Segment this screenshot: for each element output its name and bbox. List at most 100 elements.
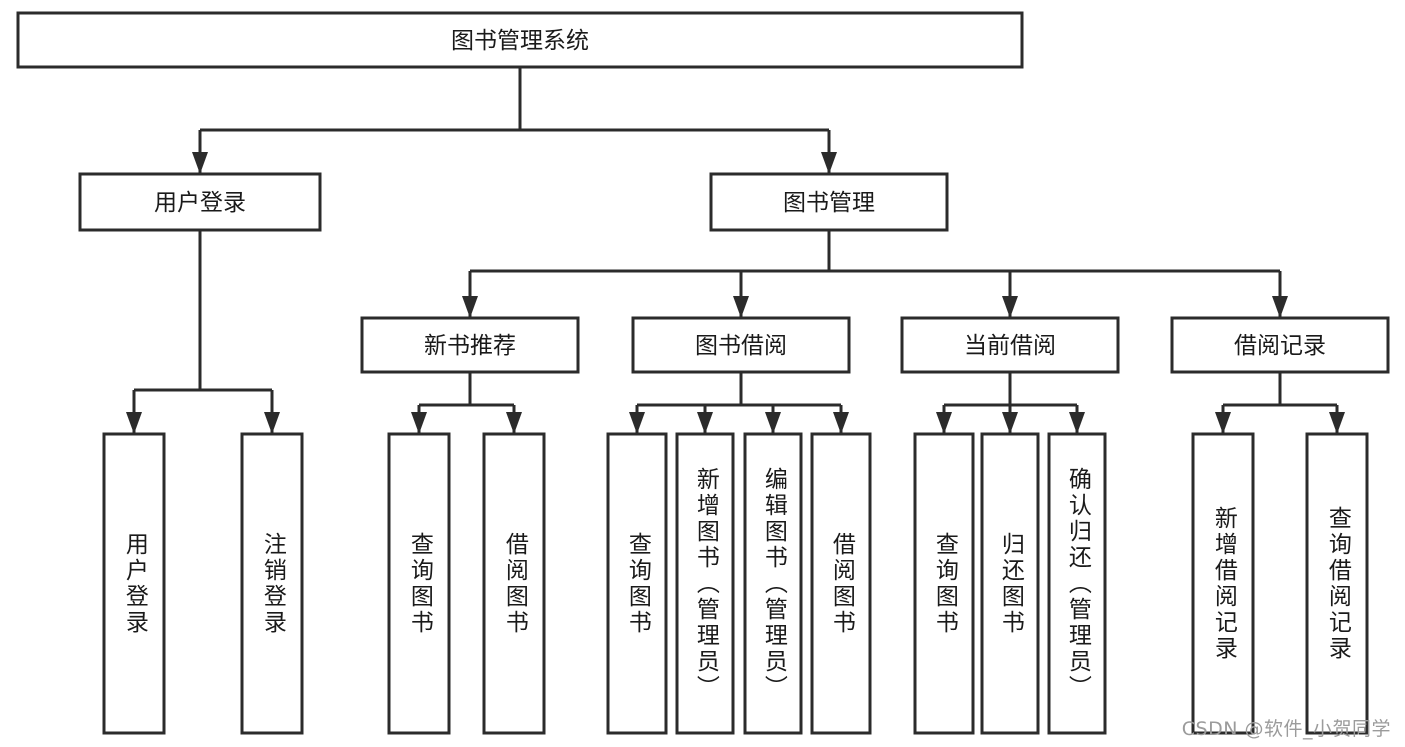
node-l3-bor-add[interactable]: 新增图书（管理员） [675,432,735,735]
node-label: 借阅图书 [501,531,528,636]
node-box[interactable] [675,432,735,735]
node-box[interactable] [1047,432,1107,735]
arrow-head-icon [1215,412,1231,434]
arrow-head-icon [264,412,280,434]
node-label-container: 注销登录 [242,434,302,733]
node-box[interactable] [631,316,851,374]
node-label-container: 查询借阅记录 [1324,505,1351,662]
node-l3-bor-edit[interactable]: 编辑图书（管理员） [743,432,803,735]
node-l3-new-query[interactable]: 查询图书 [387,432,451,735]
node-label: 图书管理系统 [451,28,589,54]
node-label: 查询图书 [624,531,651,636]
node-box[interactable] [16,11,1024,69]
node-label: 查询图书 [931,531,958,636]
node-l2-record[interactable]: 借阅记录 [1170,316,1390,374]
arrow-head-icon [192,152,208,174]
vertical-text-wrap: 注销登录 [242,434,302,733]
node-label: 当前借阅 [964,333,1056,359]
connector-group-g-login [126,230,280,434]
node-l3-bor-lend[interactable]: 借阅图书 [810,432,872,735]
vertical-text-wrap: 用户登录 [104,434,164,733]
vertical-text-wrap: 借阅图书 [812,434,870,733]
node-l3-rec-add[interactable]: 新增借阅记录 [1191,432,1255,735]
node-l3-rec-query[interactable]: 查询借阅记录 [1305,432,1369,735]
node-label-container: 查询图书 [624,531,651,636]
arrow-head-icon [1002,296,1018,318]
vertical-text-wrap: 查询图书 [915,434,973,733]
node-box[interactable] [387,432,451,735]
node-box[interactable] [900,316,1120,374]
arrow-head-icon [629,412,645,434]
connector-group-g-new [411,372,522,434]
arrow-head-icon [1069,412,1085,434]
vertical-text-wrap: 归还图书 [982,434,1038,733]
node-l3-cur-query[interactable]: 查询图书 [913,432,975,735]
arrow-head-icon [411,412,427,434]
connector-group-g-current [936,372,1085,434]
node-box[interactable] [743,432,803,735]
arrow-head-icon [1329,412,1345,434]
node-box[interactable] [606,432,668,735]
node-label: 新增图书（管理员） [692,466,719,701]
node-label-container: 借阅图书 [812,434,870,733]
node-l2-new[interactable]: 新书推荐 [360,316,580,374]
node-box[interactable] [482,432,546,735]
node-l3-cur-return[interactable]: 归还图书 [980,432,1040,735]
node-root[interactable]: 图书管理系统 [16,11,1024,69]
node-label: 查询借阅记录 [1324,505,1351,662]
arrow-head-icon [506,412,522,434]
vertical-text-wrap: 借阅图书 [484,434,544,733]
node-l3-user-logout[interactable]: 注销登录 [240,432,304,735]
node-box[interactable] [1191,432,1255,735]
arrow-head-icon [1002,412,1018,434]
node-box[interactable] [1170,316,1390,374]
node-l3-cur-confirm[interactable]: 确认归还（管理员） [1047,432,1107,735]
node-box[interactable] [1305,432,1369,735]
node-l3-new-borrow[interactable]: 借阅图书 [482,432,546,735]
node-label-container: 查询图书 [406,532,432,636]
node-box[interactable] [709,172,949,232]
node-l3-user-login[interactable]: 用户登录 [102,432,166,735]
node-l2-borrow[interactable]: 图书借阅 [631,316,851,374]
arrow-head-icon [765,412,781,434]
vertical-text-wrap: 新增借阅记录 [1193,434,1253,733]
connector-group-g-book [462,230,1288,318]
node-l1-login[interactable]: 用户登录 [78,172,322,232]
node-label: 确认归还（管理员） [1064,466,1091,701]
node-box[interactable] [913,432,975,735]
connector-group-g-root [192,67,837,174]
node-layer: 图书管理系统用户登录图书管理新书推荐图书借阅当前借阅借阅记录用户登录注销登录查询… [16,11,1390,735]
arrow-head-icon [833,412,849,434]
arrow-head-icon [126,412,142,434]
arrow-head-icon [936,412,952,434]
node-label-container: 用户登录 [104,434,164,733]
node-box[interactable] [240,432,304,735]
node-label: 新书推荐 [424,333,516,359]
node-box[interactable] [102,432,166,735]
node-label-container: 确认归还（管理员） [1064,466,1091,701]
node-box[interactable] [810,432,872,735]
node-box[interactable] [360,316,580,374]
node-l2-current[interactable]: 当前借阅 [900,316,1120,374]
arrow-head-icon [462,296,478,318]
arrow-head-icon [821,152,837,174]
node-label: 用户登录 [121,531,148,636]
node-label: 编辑图书（管理员） [760,466,787,701]
node-label-container: 借阅图书 [484,434,544,733]
node-box[interactable] [78,172,322,232]
node-label-container: 新增借阅记录 [1193,434,1253,733]
node-l1-book[interactable]: 图书管理 [709,172,949,232]
node-box[interactable] [980,432,1040,735]
node-label: 归还图书 [997,531,1024,636]
vertical-text-wrap: 编辑图书（管理员） [745,434,801,733]
node-label: 借阅记录 [1234,333,1326,359]
node-label-container: 新增图书（管理员） [677,434,733,733]
node-l3-bor-query[interactable]: 查询图书 [606,432,668,735]
node-label: 新增借阅记录 [1210,505,1237,662]
arrow-head-icon [697,412,713,434]
node-label-container: 归还图书 [982,434,1038,733]
node-label: 借阅图书 [828,531,855,636]
arrow-head-icon [733,296,749,318]
vertical-text-wrap: 新增图书（管理员） [677,434,733,733]
